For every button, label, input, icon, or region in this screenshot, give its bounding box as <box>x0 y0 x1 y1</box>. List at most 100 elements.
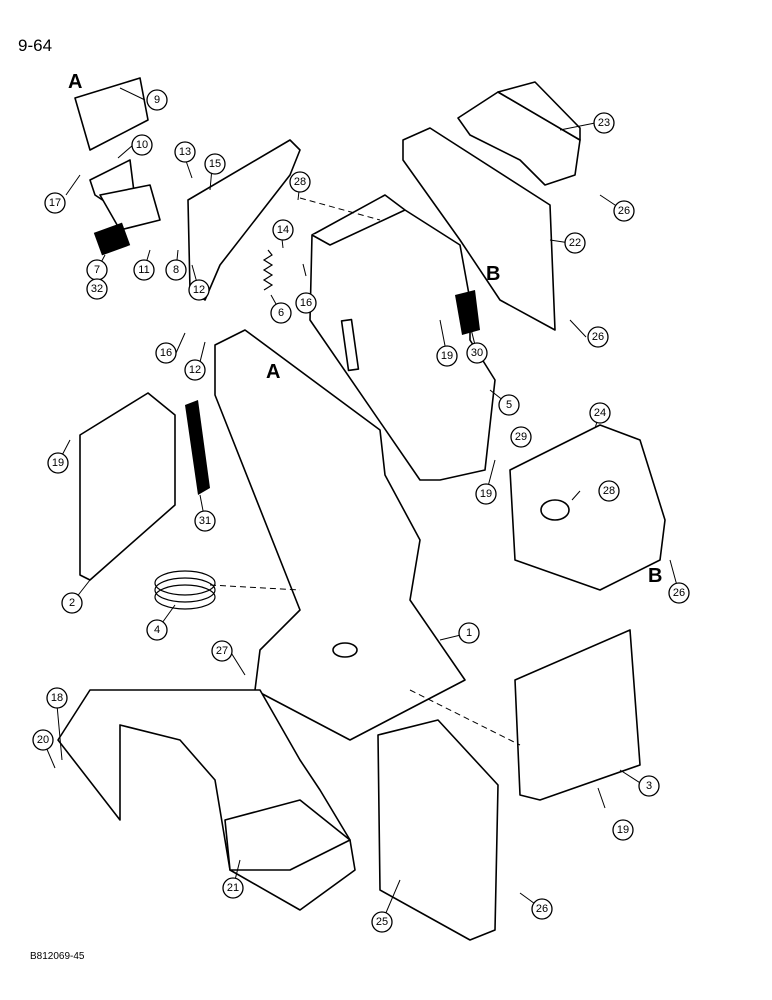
part-24-housing <box>509 424 666 591</box>
callout-19-bottom: 19 <box>612 819 634 841</box>
svg-text:24: 24 <box>594 407 606 419</box>
svg-text:28: 28 <box>603 485 615 497</box>
svg-text:26: 26 <box>618 205 630 217</box>
callout-12-lower: 12 <box>184 359 206 381</box>
svg-text:31: 31 <box>199 515 211 527</box>
part-3-rear-panel <box>514 629 641 801</box>
callout-26-top: 26 <box>613 200 635 222</box>
callout-9: 9 <box>146 89 168 111</box>
svg-text:23: 23 <box>598 117 610 129</box>
svg-text:1: 1 <box>466 627 472 639</box>
part-2-side-shield <box>79 392 176 581</box>
callout-25: 25 <box>371 911 393 933</box>
callout-10: 10 <box>131 134 153 156</box>
callout-8: 8 <box>165 259 187 281</box>
svg-text:16: 16 <box>300 297 312 309</box>
part-5-console-tower <box>309 194 496 481</box>
callout-1: 1 <box>458 622 480 644</box>
callout-24: 24 <box>589 402 611 424</box>
part-6-spring <box>262 249 274 291</box>
svg-text:10: 10 <box>136 139 148 151</box>
page-label: 9-64 <box>18 36 53 55</box>
svg-text:6: 6 <box>278 307 284 319</box>
callout-16-upper: 16 <box>295 292 317 314</box>
part-23-cover <box>457 81 581 186</box>
svg-text:22: 22 <box>569 237 581 249</box>
svg-text:11: 11 <box>138 264 149 276</box>
part-10-lever <box>89 159 161 231</box>
svg-text:8: 8 <box>173 264 179 276</box>
svg-text:15: 15 <box>209 158 221 170</box>
svg-text:12: 12 <box>193 284 205 296</box>
svg-text:7: 7 <box>94 264 100 276</box>
ref-letter-a-top: A <box>68 71 82 93</box>
callout-22: 22 <box>564 232 586 254</box>
callout-20: 20 <box>32 729 54 751</box>
callout-19-left: 19 <box>47 452 69 474</box>
svg-text:32: 32 <box>91 283 103 295</box>
callout-32: 32 <box>86 278 108 300</box>
svg-text:16: 16 <box>160 347 172 359</box>
callout-17: 17 <box>44 192 66 214</box>
svg-text:12: 12 <box>189 364 201 376</box>
svg-text:17: 17 <box>49 197 61 209</box>
callout-28-upper: 28 <box>289 171 311 193</box>
callout-16-lower: 16 <box>155 342 177 364</box>
callout-28-lower: 28 <box>598 480 620 502</box>
svg-text:18: 18 <box>51 692 63 704</box>
callout-27: 27 <box>211 640 233 662</box>
part-1-base-frame <box>214 329 466 741</box>
svg-text:14: 14 <box>277 224 289 236</box>
part-7-pedal-pad <box>93 222 131 256</box>
svg-text:30: 30 <box>471 347 483 359</box>
callout-19-lower: 19 <box>475 483 497 505</box>
callout-26-mid: 26 <box>587 326 609 348</box>
svg-text:3: 3 <box>646 780 652 792</box>
svg-text:19: 19 <box>441 350 453 362</box>
svg-text:26: 26 <box>673 587 685 599</box>
callout-6: 6 <box>270 302 292 324</box>
svg-text:26: 26 <box>536 903 548 915</box>
part-25-front-cover <box>377 719 499 941</box>
callout-21: 21 <box>222 877 244 899</box>
callout-26-right: 26 <box>668 582 690 604</box>
svg-text:5: 5 <box>506 399 512 411</box>
part-21-fender-shroud <box>57 689 356 911</box>
svg-text:9: 9 <box>154 94 160 106</box>
callout-15: 15 <box>204 153 226 175</box>
callout-31: 31 <box>194 510 216 532</box>
part-22-side-panel <box>402 127 556 331</box>
svg-text:4: 4 <box>154 624 160 636</box>
ref-letter-b-upper: B <box>486 263 500 285</box>
svg-text:19: 19 <box>52 457 64 469</box>
callout-4: 4 <box>146 619 168 641</box>
svg-text:13: 13 <box>179 146 191 158</box>
svg-text:27: 27 <box>216 645 228 657</box>
svg-text:26: 26 <box>592 331 604 343</box>
callout-12-upper: 12 <box>188 279 210 301</box>
ref-letter-a-lower: A <box>266 361 280 383</box>
callout-18: 18 <box>46 687 68 709</box>
callout-23: 23 <box>593 112 615 134</box>
svg-text:29: 29 <box>515 431 527 443</box>
svg-text:28: 28 <box>294 176 306 188</box>
callout-3: 3 <box>638 775 660 797</box>
callout-26-bottom: 26 <box>531 898 553 920</box>
figure-code: B812069-45 <box>30 951 85 962</box>
part-9-quadrant <box>74 77 149 151</box>
callout-13: 13 <box>174 141 196 163</box>
callout-2: 2 <box>61 592 83 614</box>
part-4-coil <box>154 570 216 610</box>
callout-11: 11 <box>133 259 155 281</box>
svg-text:20: 20 <box>37 734 49 746</box>
ref-letter-b-lower: B <box>648 565 662 587</box>
callout-30: 30 <box>466 342 488 364</box>
part-31-seal-strip <box>185 400 210 495</box>
callout-29: 29 <box>510 426 532 448</box>
callout-14: 14 <box>272 219 294 241</box>
svg-text:21: 21 <box>227 882 239 894</box>
svg-text:19: 19 <box>617 824 629 836</box>
callout-7: 7 <box>86 259 108 281</box>
svg-text:25: 25 <box>376 916 388 928</box>
